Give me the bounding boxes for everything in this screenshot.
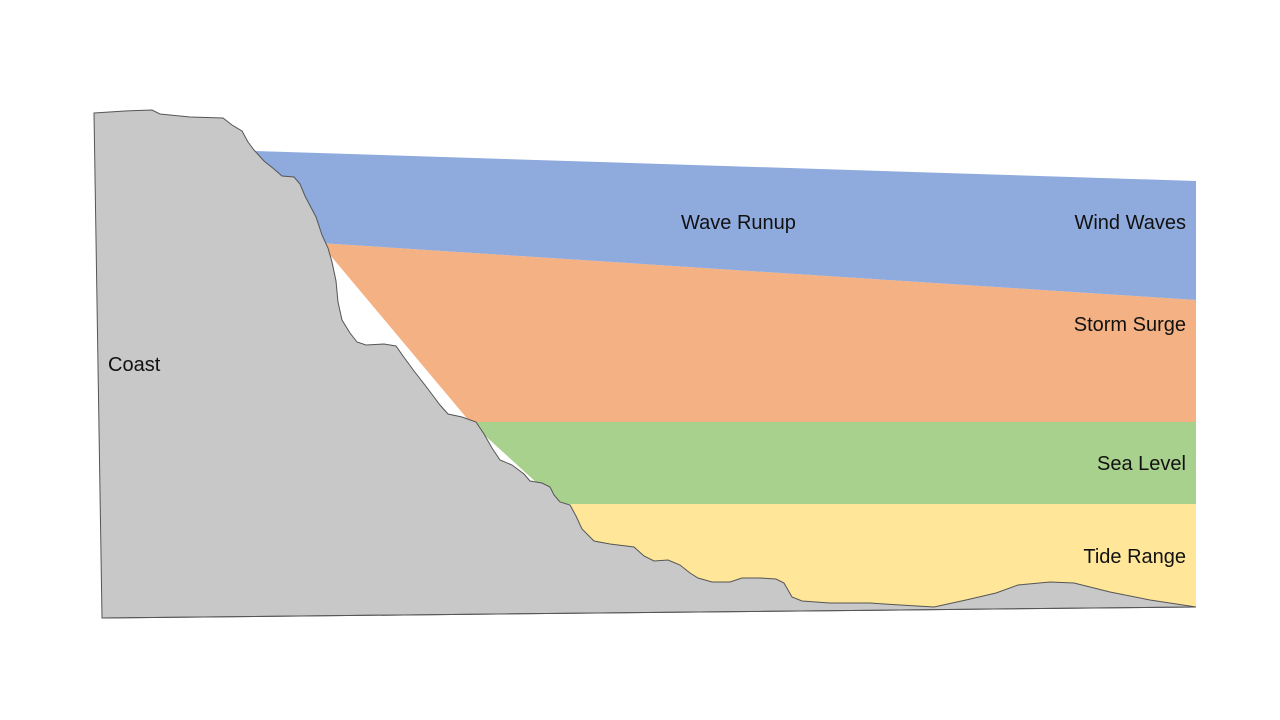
coast-label: Coast [108,354,161,376]
storm-surge-label: Storm Surge [1073,314,1186,336]
sea-level-band [470,422,1196,504]
coast-baseline [101,606,1197,619]
coast-profile [93,109,1197,619]
storm-surge-band [320,243,1196,422]
tide-range-label: Tide Range [1083,546,1186,568]
sea-level-label: Sea Level [1097,453,1186,475]
wave-runup-label: Wave Runup [681,212,796,234]
wind-waves-band [255,151,1196,300]
wind-waves-label: Wind Waves [1074,212,1186,234]
